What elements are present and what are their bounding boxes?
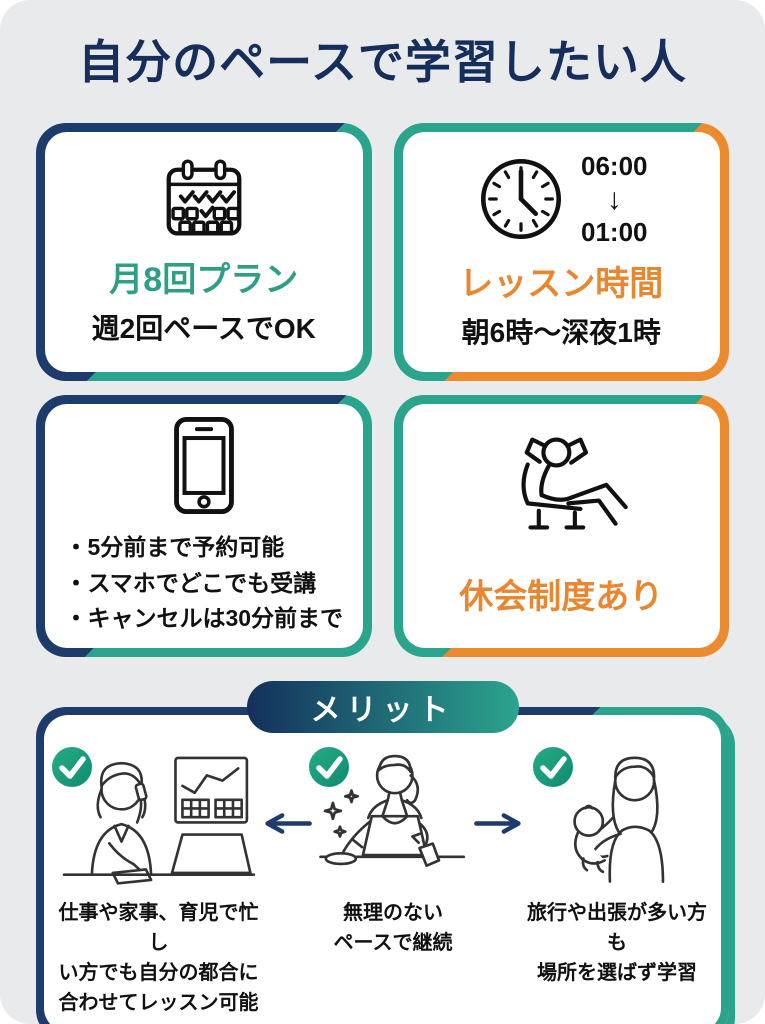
plan-title: 月8回プラン [109, 261, 299, 300]
merit-caption: 仕事や家事、育児で忙し い方でも自分の都合に 合わせてレッスン可能 [58, 901, 259, 1014]
merit-caption: 旅行や出張が多い方も 場所を選ばず学習 [527, 901, 707, 984]
card-lesson-time: 06:00 ↓ 01:00 レッスン時間 朝6時～深夜1時 [393, 122, 729, 381]
mother-with-baby-illustration [537, 749, 697, 886]
smartphone-icon [172, 415, 236, 516]
card-mobile: ・5分前まで予約可能 ・スマホでどこでも受講 ・キャンセルは30分前まで [36, 394, 372, 657]
check-icon [52, 746, 92, 787]
card-pause: 休会制度あり [393, 394, 729, 657]
clock-icon [475, 153, 567, 245]
mobile-feature-list: ・5分前まで予約可能 ・スマホでどこでも受講 ・キャンセルは30分前まで [64, 530, 343, 637]
recliner-person-icon [487, 434, 635, 545]
time-to: 01:00 [581, 216, 648, 247]
merit-item-pace: 無理のない ペースで継続 [309, 746, 473, 958]
pause-title: 休会制度あり [459, 577, 664, 616]
list-item: ・5分前まで予約可能 [64, 533, 285, 560]
merit-caption: 無理のない ペースで継続 [333, 901, 453, 954]
merit-item-busy: 仕事や家事、育児で忙し い方でも自分の都合に 合わせてレッスン可能 [52, 746, 261, 1018]
list-item: ・キャンセルは30分前まで [64, 605, 344, 632]
woman-working-phone-illustration [56, 751, 261, 886]
merit-section: 仕事や家事、育児で忙し い方でも自分の都合に 合わせてレッスン可能 [36, 706, 729, 1024]
lesson-time-title: レッスン時間 [459, 265, 664, 304]
arrow-left-icon [261, 813, 313, 834]
check-icon [309, 746, 349, 787]
plan-subtitle: 週2回ペースでOK [91, 313, 316, 345]
page-title: 自分のペースで学習したい人 [78, 36, 687, 88]
feature-card-grid: 月8回プラン 週2回ペースでOK [36, 122, 729, 657]
list-item: ・スマホでどこでも受講 [64, 569, 317, 596]
merit-item-travel: 旅行や出張が多い方も 場所を選ばず学習 [525, 746, 709, 988]
lesson-time-subtitle: 朝6時～深夜1時 [461, 317, 661, 349]
time-from: 06:00 [581, 151, 648, 182]
calendar-icon [161, 156, 247, 242]
check-icon [533, 746, 573, 787]
down-arrow-icon: ↓ [606, 182, 622, 216]
arrow-right-icon [473, 813, 525, 834]
card-plan: 月8回プラン 週2回ペースでOK [36, 122, 372, 381]
merit-badge: メリット [246, 680, 519, 733]
woman-cleaning-illustration [313, 749, 473, 886]
